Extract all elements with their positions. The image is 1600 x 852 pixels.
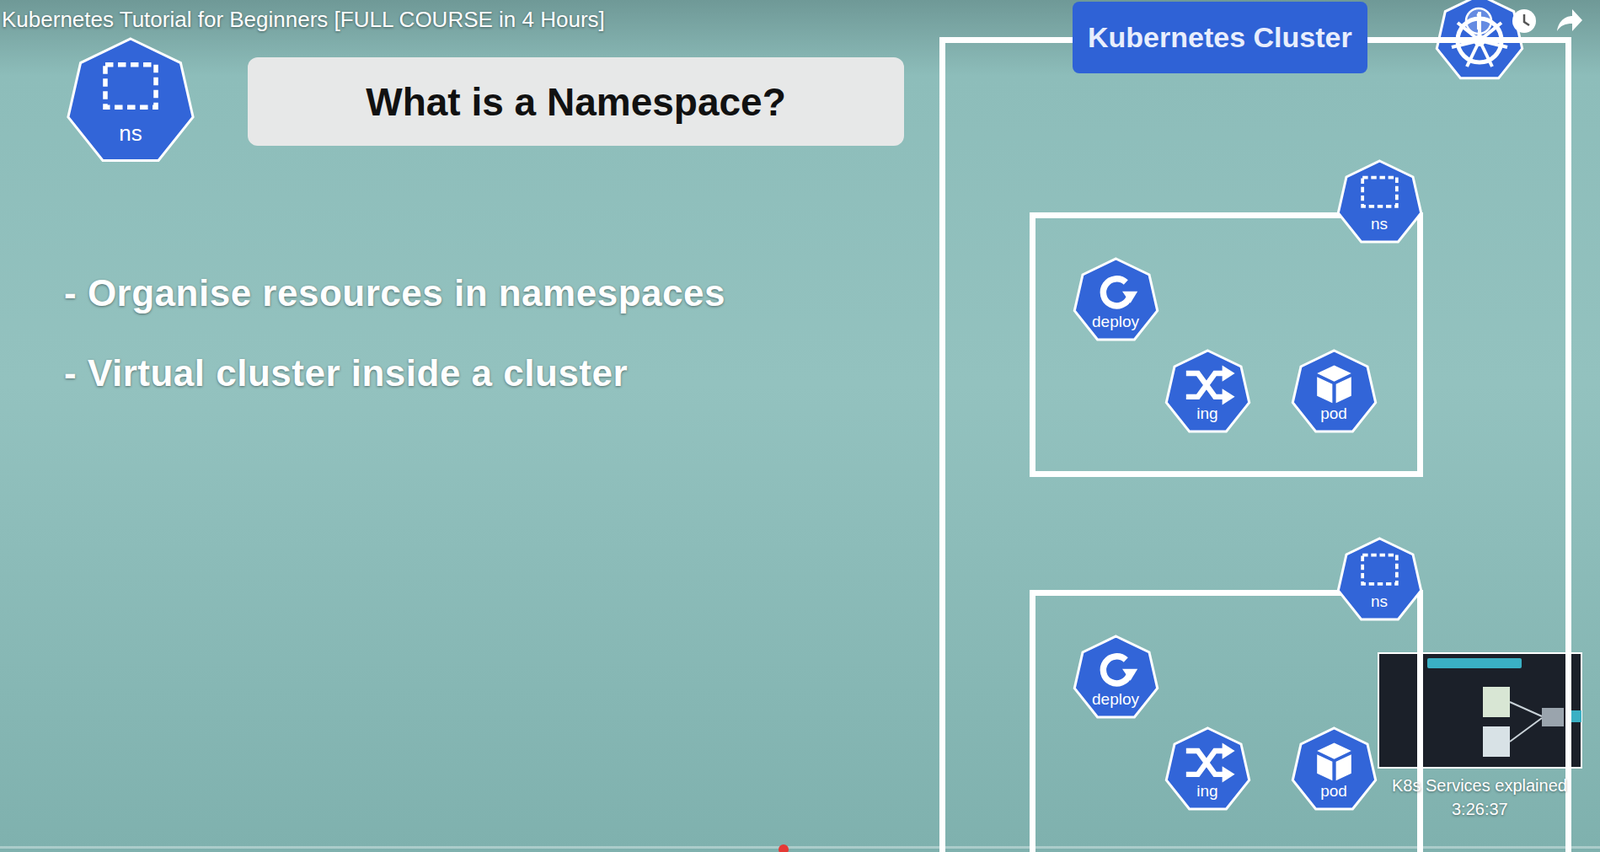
icon-label: ns [1334, 214, 1425, 235]
end-screen-thumbnail [1378, 652, 1582, 768]
icon-label: pod [1289, 404, 1380, 424]
video-title: Kubernetes Tutorial for Beginners [FULL … [1, 6, 605, 33]
ing-icon-shape [1162, 724, 1253, 815]
icon-label: ns [64, 120, 198, 147]
icon-label: ing [1162, 404, 1253, 424]
deploy-icon: deploy [1070, 632, 1162, 723]
pod-icon: pod [1289, 724, 1380, 815]
ns-icon-shape [1334, 535, 1425, 626]
icon-label: ns [1334, 592, 1425, 612]
icon-label: ing [1162, 781, 1253, 802]
icon-label: deploy [1070, 312, 1162, 332]
cluster-box: Kubernetes Clusternsdeployingpodnsdeploy… [939, 37, 1572, 852]
namespace-icon: ns [1334, 535, 1425, 626]
ing-icon: ing [1162, 724, 1253, 815]
ns-icon-shape [64, 35, 198, 169]
info-icon [1466, 8, 1492, 34]
namespace-box: ns deploy ing pod [1029, 589, 1424, 852]
pod-icon-shape [1289, 347, 1380, 438]
title-panel: What is a Namespace? [247, 57, 905, 146]
icon-label: pod [1289, 781, 1380, 802]
end-screen-title: K8s Services explained [1391, 775, 1568, 796]
bullet-point: - Organise resources in namespaces [64, 271, 726, 316]
namespace-box: ns deploy ing pod [1029, 212, 1424, 477]
end-screen-duration: 3:26:37 [1451, 798, 1509, 819]
pod-icon: pod [1289, 347, 1380, 438]
deploy-icon-shape [1070, 632, 1162, 723]
namespace-icon: ns [1334, 157, 1425, 248]
clock-icon [1512, 9, 1536, 33]
icon-label: deploy [1070, 690, 1162, 710]
deploy-icon: deploy [1070, 255, 1162, 346]
ns-icon-shape [1334, 157, 1425, 248]
deploy-icon-shape [1070, 255, 1162, 346]
bullet-point: - Virtual cluster inside a cluster [64, 351, 628, 396]
slide-title: What is a Namespace? [365, 79, 787, 125]
ing-icon: ing [1162, 347, 1253, 438]
cluster-label: Kubernetes Cluster [1072, 1, 1368, 74]
ing-icon-shape [1162, 347, 1253, 438]
ns-icon: ns [64, 35, 198, 169]
timeline-bar [0, 844, 1600, 852]
pod-icon-shape [1289, 724, 1380, 815]
share-icon [1557, 9, 1583, 32]
